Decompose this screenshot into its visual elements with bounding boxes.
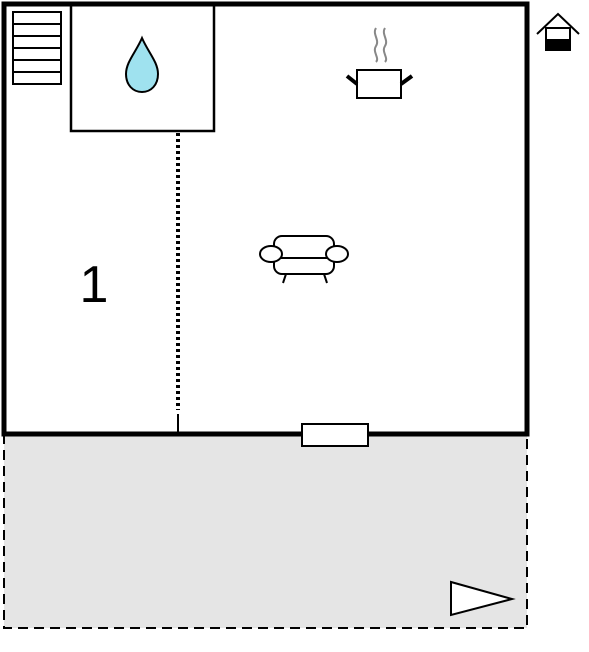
- cooking-pot-icon: [345, 27, 414, 99]
- sofa-icon: [259, 235, 349, 284]
- water-drop-icon: [124, 35, 160, 94]
- stairs-icon: [12, 11, 62, 85]
- house-floor-icon: [536, 12, 580, 51]
- door: [301, 423, 369, 447]
- entrance-arrow-icon: [450, 580, 516, 617]
- terrace-area: [3, 433, 528, 629]
- room-label-1: 1: [80, 256, 109, 314]
